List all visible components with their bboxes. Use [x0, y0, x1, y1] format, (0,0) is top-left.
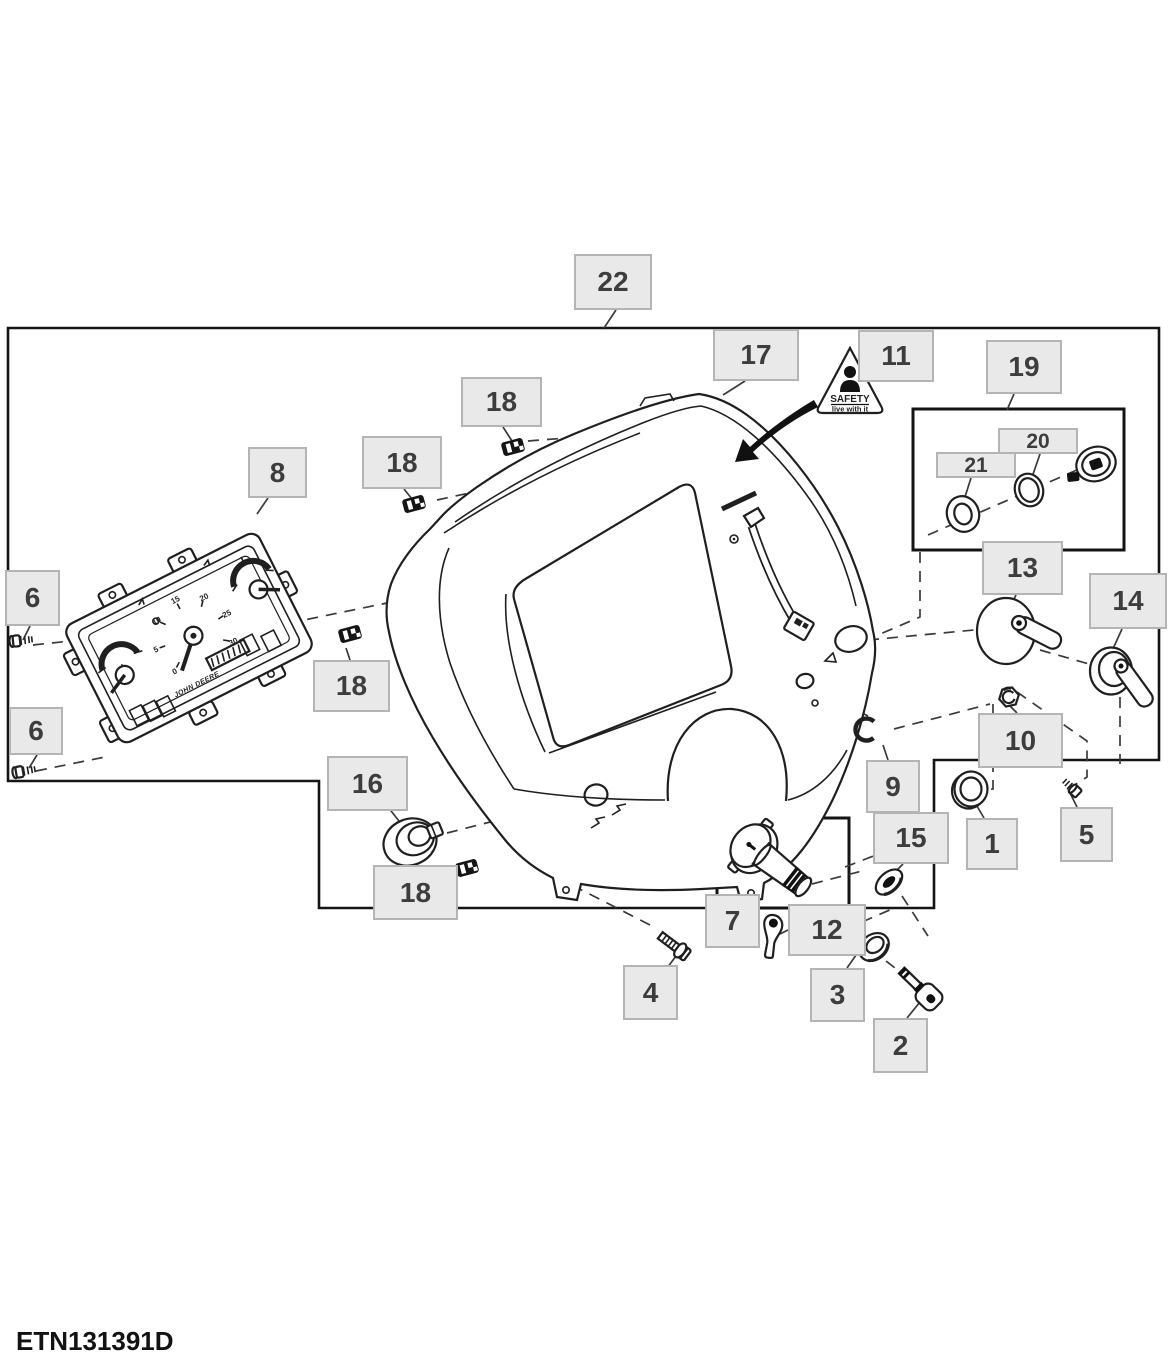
- clip-18-bottom: [455, 859, 479, 877]
- knob-13: [975, 596, 1063, 666]
- callout-18-upper: 18: [362, 436, 442, 489]
- safety-decal: SAFETY live with it: [816, 345, 884, 415]
- panel-switch: [1066, 445, 1117, 483]
- callout-12: 12: [788, 904, 866, 956]
- callout-11: 11: [858, 330, 934, 382]
- callout-14: 14: [1089, 573, 1167, 629]
- key-2: [897, 966, 944, 1012]
- svg-text:5: 5: [152, 644, 161, 654]
- callout-18-left: 18: [313, 660, 390, 712]
- svg-text:25: 25: [221, 608, 233, 620]
- snap-ring-9: [853, 716, 876, 743]
- clip-18-left: [338, 625, 362, 643]
- temp-gauge: [230, 556, 281, 600]
- pointer-arrow-icon: [735, 400, 818, 462]
- callout-1: 1: [966, 818, 1018, 870]
- hour-meter-window: [204, 638, 251, 672]
- o-ring-1: [950, 770, 989, 810]
- callout-20: 20: [998, 428, 1078, 454]
- control-stalk: [742, 506, 815, 642]
- display-opening: [512, 483, 733, 748]
- person-icon: [844, 366, 856, 378]
- svg-text:0: 0: [171, 666, 180, 676]
- tachometer: 0 5 10 15 20 25 30: [151, 591, 240, 676]
- bolt-4: [656, 930, 692, 962]
- callout-8: 8: [248, 447, 307, 498]
- diagram-border: [6, 326, 1161, 910]
- console-housing: [385, 392, 877, 904]
- instrument-cluster: 0 5 10 15 20 25 30 JOHN DEERE: [62, 532, 313, 744]
- ignition-switch: [727, 817, 813, 898]
- svg-text:live with it: live with it: [832, 405, 869, 414]
- clip-18-upper: [402, 495, 426, 513]
- callout-6-upper: 6: [5, 570, 60, 626]
- callout-7: 7: [705, 894, 760, 948]
- switch-holes: [583, 625, 868, 829]
- push-nut-10: [997, 686, 1021, 708]
- knob-14: [1088, 646, 1154, 708]
- callout-19: 19: [986, 340, 1062, 394]
- screw-5: [1062, 778, 1083, 799]
- callout-10: 10: [978, 713, 1063, 768]
- washer-15: [874, 868, 904, 897]
- callout-9: 9: [866, 760, 920, 813]
- callout-15: 15: [873, 812, 949, 864]
- callout-17: 17: [713, 329, 799, 381]
- callout-18-top: 18: [461, 377, 542, 427]
- callout-5: 5: [1060, 807, 1113, 862]
- svg-text:20: 20: [198, 591, 210, 603]
- bezel-ring-3: [858, 931, 890, 963]
- callout-4: 4: [623, 965, 678, 1020]
- ring-20: [1013, 472, 1045, 508]
- clip-18-top: [501, 438, 525, 456]
- callout-21: 21: [936, 452, 1016, 478]
- callout-13: 13: [982, 541, 1063, 595]
- svg-text:15: 15: [169, 594, 181, 606]
- callout-18-bottom: 18: [373, 865, 458, 920]
- fuel-gauge: [97, 641, 143, 694]
- screw-6-upper: [8, 634, 34, 648]
- svg-text:SAFETY: SAFETY: [830, 394, 870, 405]
- callout-3: 3: [810, 968, 865, 1022]
- screw-6-lower: [11, 765, 37, 780]
- callout-2: 2: [873, 1018, 928, 1073]
- knob-16: [382, 817, 444, 867]
- callout-16: 16: [327, 756, 408, 811]
- callout-6-lower: 6: [9, 707, 63, 755]
- lock-plate-12: [763, 913, 784, 960]
- callout-22: 22: [574, 254, 652, 310]
- ring-21: [945, 495, 981, 533]
- drawing-number: ETN131391D: [16, 1326, 174, 1356]
